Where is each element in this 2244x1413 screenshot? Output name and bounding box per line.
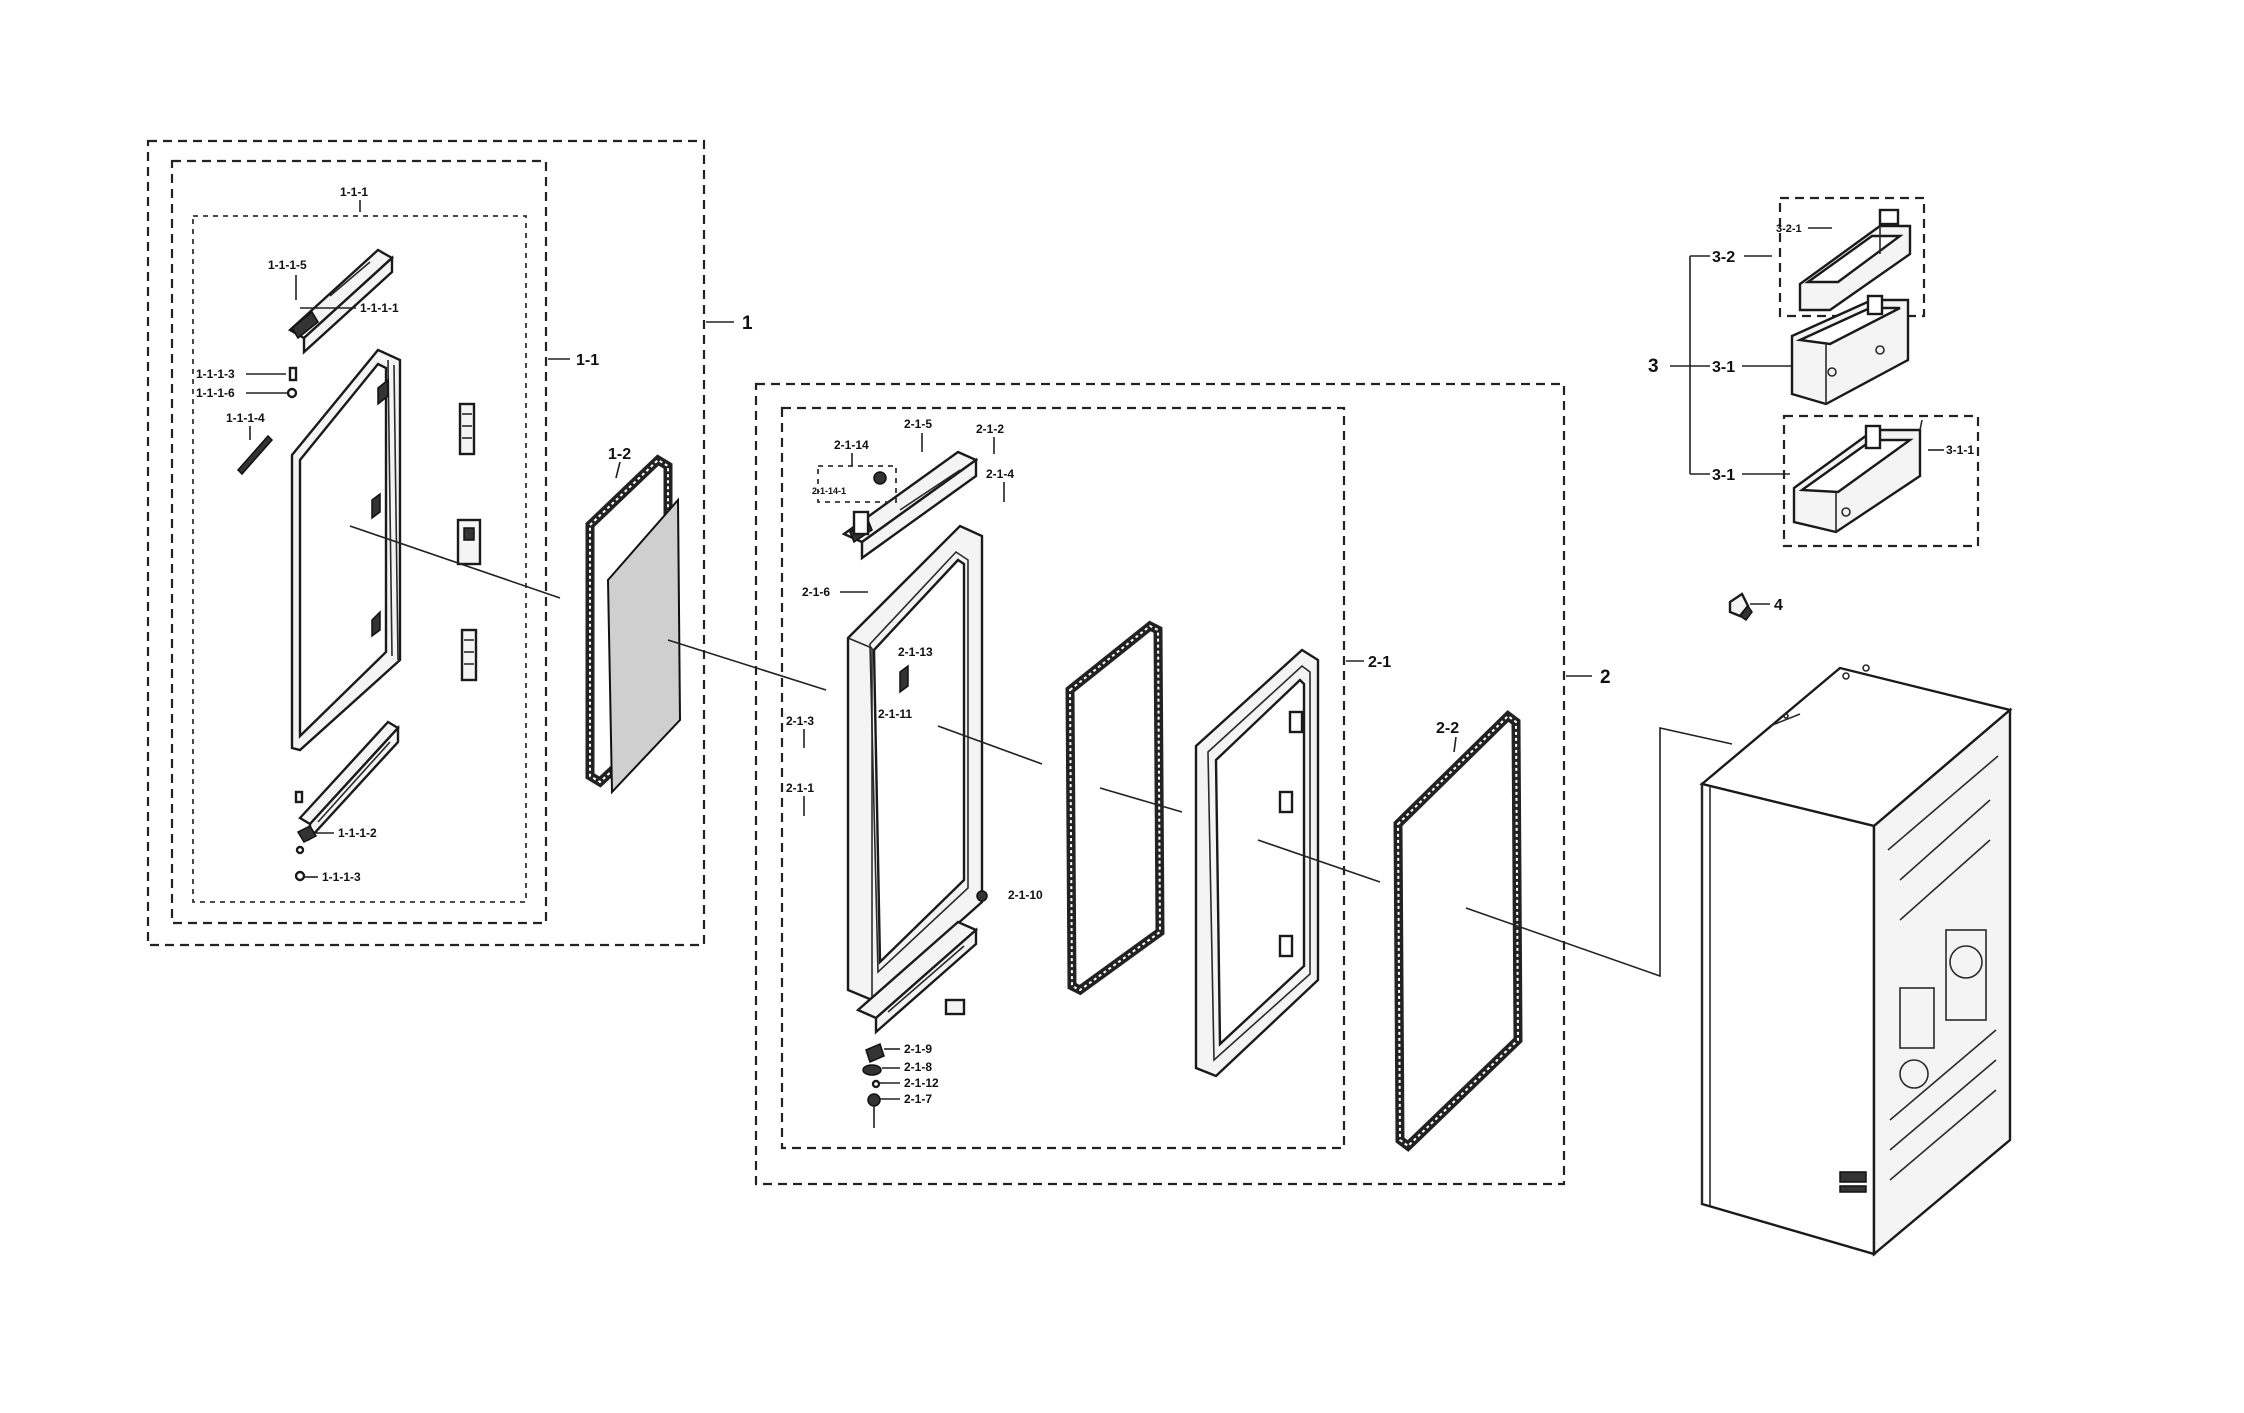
leader-2-2 [1453, 736, 1457, 753]
label-2-1-8: 2-1-8 [904, 1060, 932, 1074]
hinge-icon [456, 402, 482, 682]
label-1-1-1-2: 1-1-1-2 [338, 826, 377, 840]
label-3-2-1: 3-2-1 [1776, 223, 1802, 235]
screw-icon-4 [294, 870, 306, 882]
group-1-1-frame [170, 159, 548, 925]
group-1-frame [146, 139, 706, 947]
label-1-1: 1-1 [576, 352, 599, 369]
label-1-1-1-3-a: 1-1-1-3 [196, 367, 235, 381]
hinge-part-2-1-9 [865, 1042, 885, 1064]
label-1: 1 [742, 313, 753, 334]
explode-line-1 [349, 525, 561, 599]
label-2-1-3: 2-1-3 [786, 714, 814, 728]
gasket-icon [1065, 620, 1165, 996]
door-bin-icon [1798, 208, 1912, 312]
screw-icon-2 [294, 790, 304, 804]
knob-2-1-14 [873, 471, 887, 485]
washer-2-1-8 [862, 1064, 882, 1076]
label-1-1-1-4: 1-1-1-4 [226, 411, 265, 425]
explode-line-2a [937, 725, 1043, 765]
explode-line-2c [1257, 839, 1381, 883]
group-2-1-frame [780, 406, 1346, 1150]
label-2-1-10: 2-1-10 [1008, 888, 1043, 902]
group-2-1-14-frame [817, 465, 897, 503]
label-2-2: 2-2 [1436, 720, 1459, 737]
label-2-1-7: 2-1-7 [904, 1092, 932, 1106]
label-2-1-11: 2-1-11 [878, 707, 912, 721]
label-2: 2 [1600, 667, 1611, 688]
refrigerator-cabinet-icon [1699, 664, 2013, 1257]
label-2-1-9: 2-1-9 [904, 1042, 932, 1056]
label-3-1-a: 3-1 [1712, 359, 1735, 376]
label-1-1-1-5: 1-1-1-5 [268, 258, 307, 272]
label-2-1-14: 2-1-14 [834, 438, 869, 452]
label-2-1-4: 2-1-4 [986, 467, 1014, 481]
bracket-part-4 [1728, 592, 1753, 622]
label-2-1-6: 2-1-6 [802, 585, 830, 599]
top-cap-2-1-5 [841, 450, 979, 561]
group-3-1-1-frame [1782, 414, 1980, 548]
label-1-2: 1-2 [608, 446, 631, 463]
explode-line-2b [1099, 787, 1183, 813]
explode-line-2d [1465, 727, 1733, 978]
door-panel-icon [290, 348, 402, 752]
label-3-1-b: 3-1 [1712, 467, 1735, 484]
leader-1-2 [615, 461, 621, 479]
door-panel-icon [846, 524, 984, 1002]
label-2-1-13: 2-1-13 [898, 645, 933, 659]
label-1-1-1-1-top: 1-1-1-1 [360, 301, 399, 315]
screw-icon-6 [871, 1079, 881, 1089]
label-2-1-14-1: 2-1-14-1 [812, 486, 846, 496]
clip-1-1-1-2 [296, 825, 318, 843]
label-2-1-5: 2-1-5 [904, 417, 932, 431]
door-bin-icon [1790, 294, 1910, 406]
screw-icon-1 [288, 366, 298, 382]
label-4: 4 [1774, 597, 1783, 614]
door-liner [1194, 648, 1320, 1078]
group-2-frame [754, 382, 1566, 1186]
label-2-1-1: 2-1-1 [786, 781, 814, 795]
label-3: 3 [1648, 356, 1659, 377]
group-1-1-1-frame [192, 215, 527, 903]
label-1-1-1-3-b: 1-1-1-3 [322, 870, 361, 884]
label-3-1-1: 3-1-1 [1946, 443, 1974, 457]
washer-icon [286, 387, 298, 399]
label-2-1: 2-1 [1368, 654, 1391, 671]
strip-1-1-1-4 [236, 434, 274, 476]
label-2-1-12: 2-1-12 [904, 1076, 939, 1090]
label-3-2: 3-2 [1712, 249, 1735, 266]
top-cap-1-1-1-5 [287, 248, 395, 355]
label-2-1-2: 2-1-2 [976, 422, 1004, 436]
screw-icon-5 [976, 890, 988, 902]
latch-2-1-13 [899, 664, 909, 694]
bottom-cap [298, 720, 400, 842]
label-1-1-1-6: 1-1-1-6 [196, 386, 235, 400]
hinge-icon [855, 920, 979, 1035]
screw-icon-3 [295, 845, 305, 855]
label-1-1-1: 1-1-1 [340, 185, 368, 199]
explode-line-1b [667, 639, 827, 691]
gasket-icon [1393, 710, 1523, 1152]
cap-2-1-7 [867, 1093, 881, 1107]
glass-panel [606, 497, 682, 795]
door-bin-icon [1792, 419, 1923, 534]
